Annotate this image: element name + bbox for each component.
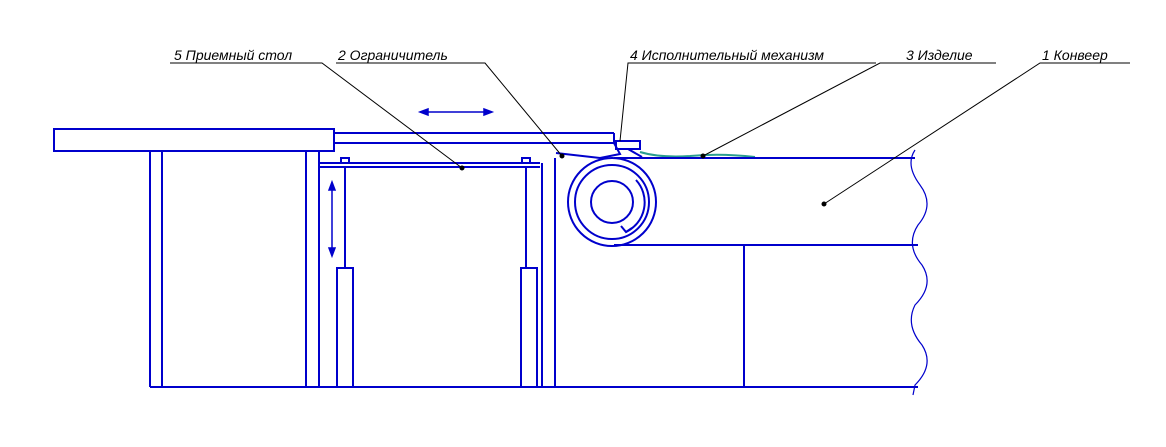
limiter-tip bbox=[555, 142, 622, 160]
label-receiving-table: 5 Приемный стол bbox=[174, 47, 292, 63]
receiving-table-top bbox=[53, 128, 335, 152]
cylinder-left bbox=[336, 267, 354, 388]
conveyor bbox=[554, 149, 928, 396]
horizontal-motion-arrow bbox=[417, 107, 495, 117]
actuator-stem bbox=[627, 148, 643, 158]
drive-drum-mid bbox=[574, 164, 650, 240]
drum-rotation-arrowhead bbox=[620, 225, 633, 234]
leader-lines bbox=[170, 62, 1130, 207]
drive-drum-inner bbox=[590, 180, 634, 224]
conveyor-break-line bbox=[910, 149, 928, 396]
leader-actuator bbox=[619, 62, 876, 142]
vertical-motion-arrow bbox=[327, 179, 337, 259]
label-conveyor: 1 Конвеер bbox=[1042, 47, 1108, 63]
post-cap-right bbox=[521, 157, 531, 164]
leader-conveyor bbox=[823, 62, 1130, 205]
actuator bbox=[615, 140, 643, 158]
label-product: 3 Изделие bbox=[906, 47, 973, 63]
leader-limiter bbox=[336, 62, 563, 157]
label-actuator: 4 Исполнительный механизм bbox=[630, 47, 824, 63]
cylinder-right bbox=[520, 267, 538, 388]
actuator-body bbox=[615, 140, 641, 150]
leader-product bbox=[702, 62, 996, 157]
post-cap-left bbox=[340, 157, 350, 164]
lifting-frame bbox=[320, 157, 543, 388]
product bbox=[639, 151, 756, 158]
label-limiter: 2 Ограничитель bbox=[337, 47, 448, 63]
limiter bbox=[334, 132, 622, 160]
drive-drum-outer bbox=[567, 157, 657, 247]
leader-receiving-table bbox=[170, 62, 463, 169]
receiving-table bbox=[53, 128, 335, 387]
